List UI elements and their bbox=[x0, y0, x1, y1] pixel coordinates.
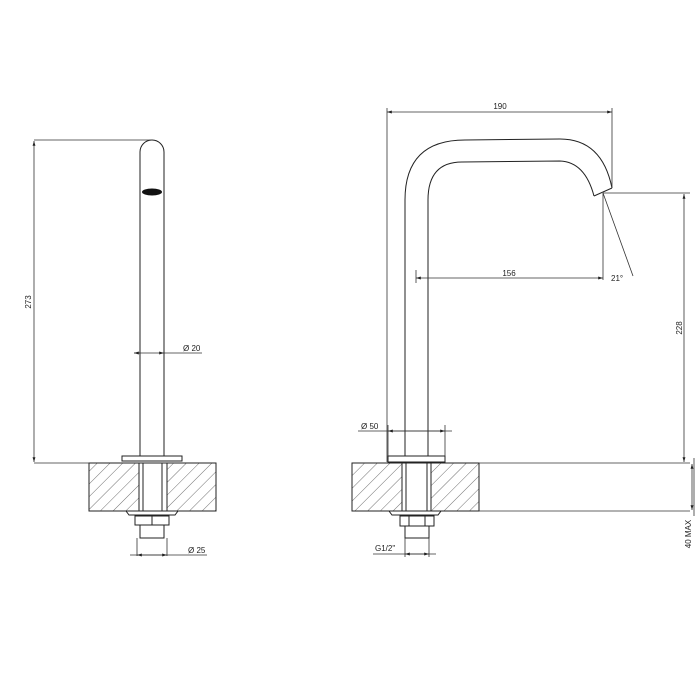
dimension-deck-thickness: 40 MAX bbox=[684, 458, 695, 548]
dimension-base-diameter: Ø 50 bbox=[358, 422, 452, 456]
label-273: 273 bbox=[24, 295, 33, 309]
right-deck-section bbox=[351, 462, 690, 512]
label-d20: Ø 20 bbox=[183, 344, 201, 353]
left-fixing-nut bbox=[125, 510, 179, 539]
label-156: 156 bbox=[502, 269, 516, 278]
right-base-flange bbox=[387, 455, 446, 463]
left-deck-section bbox=[88, 462, 217, 512]
dimension-reach-190: 190 bbox=[386, 102, 613, 462]
dimension-height-273: 273 bbox=[24, 139, 152, 464]
dimension-shank-diameter: Ø 25 bbox=[130, 538, 207, 557]
label-d50: Ø 50 bbox=[361, 422, 379, 431]
label-d25: Ø 25 bbox=[188, 546, 206, 555]
label-190: 190 bbox=[493, 102, 507, 111]
dimension-height-228: 228 bbox=[675, 194, 686, 462]
left-spout-tube bbox=[139, 139, 165, 456]
dimension-reach-156: 156 bbox=[415, 269, 603, 283]
label-g12: G1/2" bbox=[375, 544, 395, 553]
label-21deg: 21° bbox=[611, 274, 623, 283]
right-view: 190 21° 156 228 40 MAX bbox=[351, 102, 695, 557]
dimension-thread: G1/2" bbox=[373, 538, 436, 557]
left-view: 273 Ø 20 Ø 25 bbox=[24, 139, 217, 557]
label-40max: 40 MAX bbox=[684, 519, 693, 548]
right-fixing-nut bbox=[388, 510, 442, 539]
aerator-outlet-icon bbox=[142, 188, 162, 196]
right-spout-body bbox=[404, 138, 613, 456]
label-228: 228 bbox=[675, 321, 684, 335]
left-base-flange bbox=[121, 455, 183, 462]
dimension-tube-diameter: Ø 20 bbox=[134, 344, 202, 355]
dimension-outlet-angle: 21° bbox=[602, 192, 690, 283]
